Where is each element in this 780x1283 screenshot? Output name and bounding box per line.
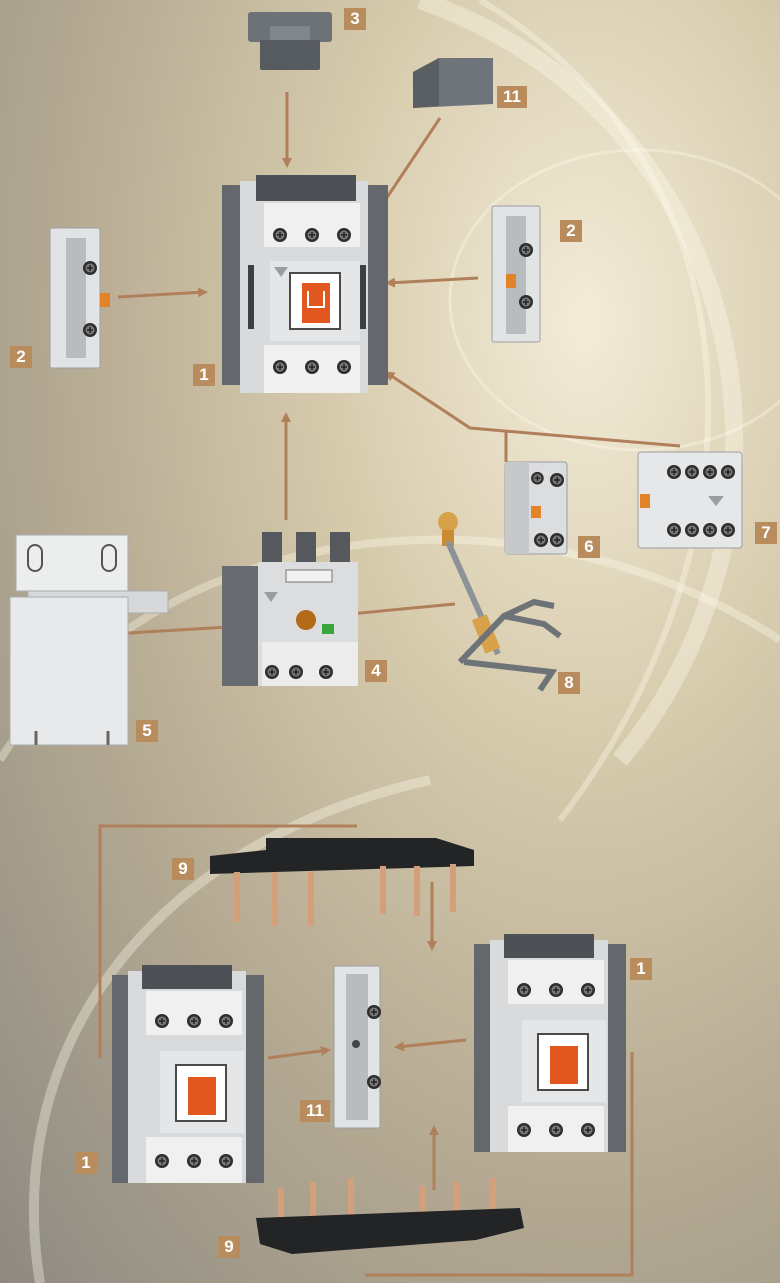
mounting-plate [9,534,169,746]
leader-lines [98,92,681,1277]
overload-relay [222,532,358,686]
mechanical-interlock [333,965,382,1129]
aux-side-right [491,205,541,343]
cap-block [413,58,493,108]
label-5: 5 [136,720,158,742]
cover-block [248,12,332,70]
label-9-top: 9 [172,858,194,880]
label-1-right: 1 [630,958,652,980]
label-11-top: 11 [497,86,527,108]
busbar-top [210,838,474,926]
label-1-top: 1 [193,364,215,386]
label-7: 7 [755,522,777,544]
aux-side-left [49,227,110,369]
aux-front-2pole [504,461,568,555]
label-6: 6 [578,536,600,558]
aux-front-4pole [637,451,743,549]
label-4: 4 [365,660,387,682]
busbar-bottom [256,1178,524,1254]
label-2-right: 2 [560,220,582,242]
label-1-left: 1 [75,1152,97,1174]
label-11-bottom: 11 [300,1100,330,1122]
label-3: 3 [344,8,366,30]
label-8: 8 [558,672,580,694]
remote-reset [438,512,562,692]
contactor-main [222,175,388,393]
label-9-bottom: 9 [218,1236,240,1258]
contactor-bottom-right [474,934,626,1152]
contactor-bottom-left [112,965,264,1183]
label-2-left: 2 [10,346,32,368]
